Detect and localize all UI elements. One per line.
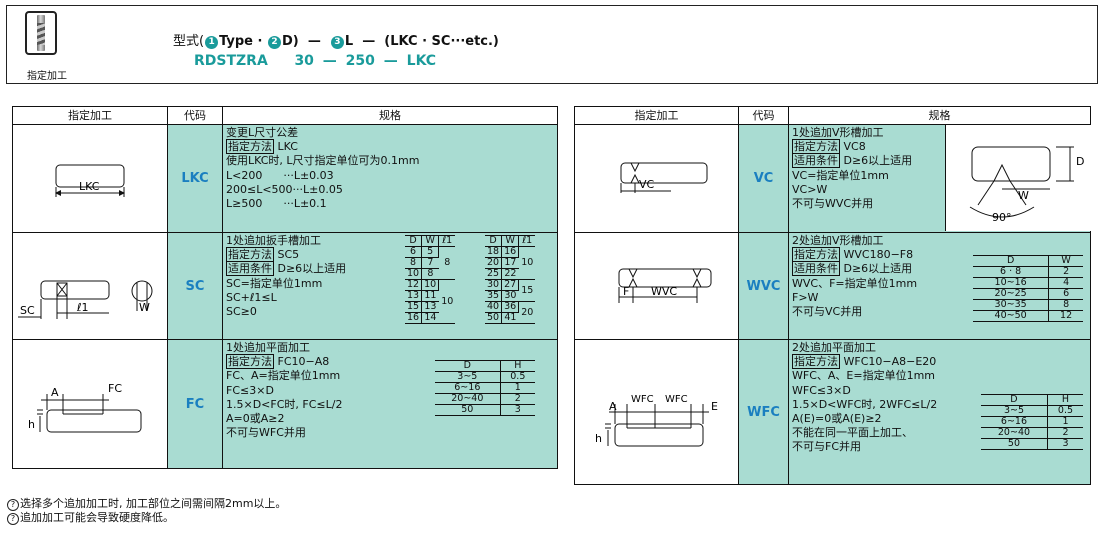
note-item: ?追加加工可能会导致硬度降低。 bbox=[7, 511, 286, 525]
svg-text:F: F bbox=[623, 285, 629, 298]
table-row: A FC h FC 1处追加平面加工 指定方法 FC10−A8 FC、A=指定单… bbox=[13, 340, 558, 469]
caution-icon: ? bbox=[7, 499, 19, 511]
table-row: LKC LKC 变更L尺寸公差 指定方法 LKC 使用LKC时, L尺寸指定单位… bbox=[13, 125, 558, 233]
wvc-figure: F WVC bbox=[575, 233, 739, 339]
svg-text:E: E bbox=[711, 400, 718, 413]
fig-label: LKC bbox=[79, 180, 100, 193]
right-spec-table: 指定加工 代码 规格 VC VC 1处追加V形槽加工 指定方法 VC8 适用条件… bbox=[574, 106, 1091, 485]
svg-text:90°: 90° bbox=[992, 211, 1012, 224]
code-sc: SC bbox=[168, 233, 223, 339]
svg-text:WVC: WVC bbox=[651, 285, 677, 298]
svg-text:SC: SC bbox=[20, 304, 35, 317]
table-row: VC VC 1处追加V形槽加工 指定方法 VC8 适用条件 D≥6以上适用 VC… bbox=[575, 125, 1091, 233]
code-wvc: WVC bbox=[739, 233, 789, 339]
fc-figure: A FC h bbox=[13, 340, 168, 468]
svg-text:W: W bbox=[1018, 189, 1029, 202]
number-2-icon: 2 bbox=[268, 36, 282, 49]
lkc-figure: LKC bbox=[13, 125, 168, 232]
table-row: SC ℓ1 W SC 1处追加扳手槽加工 指定方法 SC5 适用条件 D≥6以上… bbox=[13, 233, 558, 340]
left-spec-table: 指定加工 代码 规格 LKC LKC 变更L尺寸公差 指定方法 LKC 使用LK… bbox=[12, 106, 558, 469]
table-header-row: 指定加工 代码 规格 bbox=[575, 107, 1091, 125]
footnotes: ?选择多个追加加工时, 加工部位之间需间隔2mm以上。 ?追加加工可能会导致硬度… bbox=[7, 497, 286, 525]
wfc-figure: A WFC WFC E h bbox=[575, 340, 739, 484]
code-wfc: WFC bbox=[739, 340, 789, 484]
svg-text:D: D bbox=[1076, 155, 1084, 168]
number-1-icon: 1 bbox=[205, 36, 219, 49]
spec-vc: 1处追加V形槽加工 指定方法 VC8 适用条件 D≥6以上适用 VC=指定单位1… bbox=[789, 125, 1091, 232]
sc-figure: SC ℓ1 W bbox=[13, 233, 168, 339]
svg-text:WFC: WFC bbox=[631, 394, 654, 405]
svg-text:A: A bbox=[51, 386, 59, 399]
svg-text:VC: VC bbox=[639, 178, 655, 191]
table-row: F WVC WVC 2处追加V形槽加工 指定方法 WVC180−F8 适用条件 … bbox=[575, 233, 1091, 340]
drill-bit-icon bbox=[25, 11, 57, 55]
vc-figure: VC bbox=[575, 125, 739, 232]
spec-wfc: 2处追加平面加工 指定方法 WFC10−A8−E20 WFC、A、E=指定单位1… bbox=[789, 340, 1091, 484]
spec-sc: 1处追加扳手槽加工 指定方法 SC5 适用条件 D≥6以上适用 SC=指定单位1… bbox=[223, 233, 558, 339]
order-example: RDSTZRA 30 — 250 — LKC bbox=[194, 53, 437, 69]
spec-fc: 1处追加平面加工 指定方法 FC10−A8 FC、A=指定单位1mm FC≤3×… bbox=[223, 340, 558, 468]
number-3-icon: 3 bbox=[330, 36, 344, 49]
code-fc: FC bbox=[168, 340, 223, 468]
table-row: A WFC WFC E h WFC 2处追加平面加工 指定方法 WFC10−A8… bbox=[575, 340, 1091, 485]
svg-text:A: A bbox=[609, 400, 617, 413]
vc-detail-figure: D W 90° bbox=[945, 125, 1091, 231]
caution-icon: ? bbox=[7, 513, 19, 525]
icon-label: 指定加工 bbox=[27, 71, 67, 82]
svg-text:h: h bbox=[28, 418, 35, 431]
svg-text:h: h bbox=[595, 432, 602, 445]
svg-text:W: W bbox=[139, 301, 150, 314]
svg-text:WFC: WFC bbox=[665, 394, 688, 405]
spec-wvc: 2处追加V形槽加工 指定方法 WVC180−F8 适用条件 D≥6以上适用 WV… bbox=[789, 233, 1091, 339]
svg-text:ℓ1: ℓ1 bbox=[76, 301, 89, 314]
code-vc: VC bbox=[739, 125, 789, 232]
spec-lkc: 变更L尺寸公差 指定方法 LKC 使用LKC时, L尺寸指定单位可为0.1mm … bbox=[223, 125, 558, 232]
table-header-row: 指定加工 代码 规格 bbox=[13, 107, 558, 125]
svg-text:FC: FC bbox=[108, 382, 122, 395]
code-lkc: LKC bbox=[168, 125, 223, 232]
note-item: ?选择多个追加加工时, 加工部位之间需间隔2mm以上。 bbox=[7, 497, 286, 511]
